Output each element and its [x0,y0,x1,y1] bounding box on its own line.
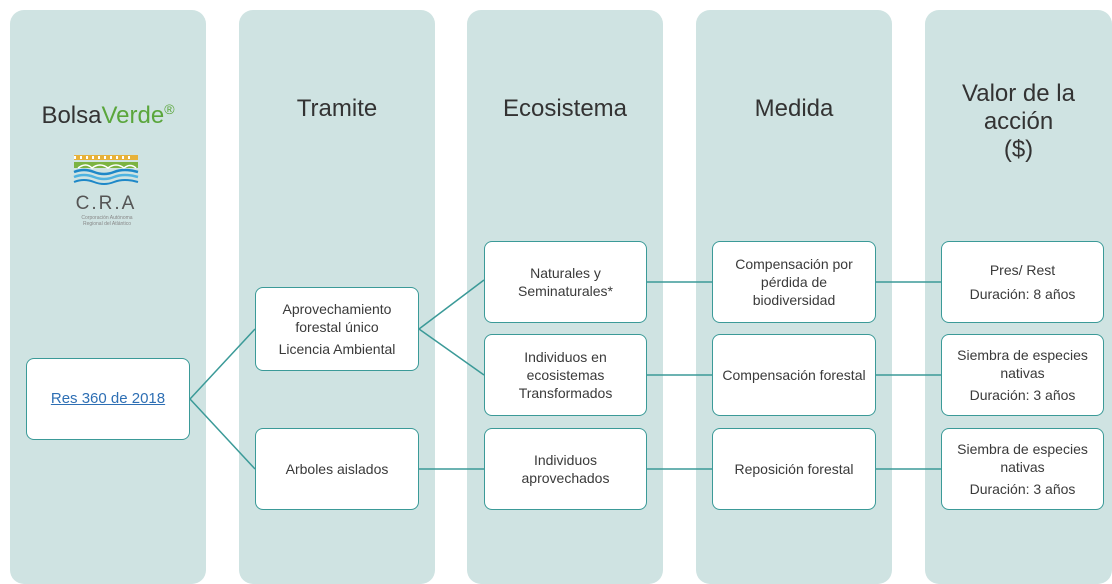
logo-sub-line1: Corporación Autónoma [81,215,133,221]
res-360-link[interactable]: Res 360 de 2018 [50,390,166,407]
valor-siembra-1-line2: nativas [1000,365,1045,381]
medida-compensacion-line2: pérdida de [760,274,828,290]
cra-logo-icon [73,155,139,185]
valor-title: Valor de la acción ($) [925,80,1112,164]
valor-siembra-1-line3: Duración: 3 años [969,387,1076,403]
logo-sub-line2: Regional del Atlántico [82,221,132,227]
valor-title-line1: Valor de la acción [962,80,1075,135]
valor-siembra-1-box: Siembra de especies nativas Duración: 3 … [941,334,1104,416]
tramite-aprovechamiento-line2: forestal único [295,319,379,335]
column-bolsaverde: BolsaVerde® [10,10,206,584]
ecosistema-aprovechados-line1: Individuos [533,452,598,468]
medida-compensacion-line1: Compensación por [735,256,853,272]
title-bolsa: Bolsa [41,102,102,129]
tramite-title: Tramite [296,95,378,122]
ecosistema-aprovechados-line2: aprovechados [521,470,610,486]
res-360-box: Res 360 de 2018 [26,358,190,440]
bolsaverde-title: BolsaVerde® [10,95,206,130]
medida-compensacion-biodiversidad-box: Compensación por pérdida de biodiversida… [712,241,876,323]
medida-reposicion-line1: Reposición forestal [734,461,854,477]
ecosistema-individuos-line3: Transformados [518,385,613,401]
valor-pres-rest-box: Pres/ Rest Duración: 8 años [941,241,1104,323]
ecosistema-aprovechados-box: Individuos aprovechados [484,428,647,510]
ecosistema-naturales-line2: Seminaturales* [518,283,613,299]
valor-pres-rest-line2: Duración: 8 años [969,286,1076,302]
tramite-aprovechamiento-line1: Aprovechamiento [282,301,392,317]
ecosistema-individuos-line2: ecosistemas [526,367,605,383]
valor-siembra-2-box: Siembra de especies nativas Duración: 3 … [941,428,1104,510]
logo-name: C.R.A [75,193,137,214]
medida-compensacion-forestal-box: Compensación forestal [712,334,876,416]
tramite-aprovechamiento-line3: Licencia Ambiental [278,341,396,357]
medida-title: Medida [754,95,834,122]
medida-reposicion-forestal-box: Reposición forestal [712,428,876,510]
valor-siembra-1-line1: Siembra de especies [957,347,1088,363]
valor-siembra-2-line1: Siembra de especies [957,441,1088,457]
registered-mark: ® [164,101,175,117]
valor-siembra-2-line2: nativas [1000,459,1045,475]
tramite-aprovechamiento-box: Aprovechamiento forestal único Licencia … [255,287,419,371]
logo-subtitle: Corporación Autónoma Regional del Atlánt… [62,215,152,227]
ecosistema-individuos-transformados-box: Individuos en ecosistemas Transformados [484,334,647,416]
valor-pres-rest-line1: Pres/ Rest [989,262,1056,278]
valor-title-line2: ($) [1003,136,1034,163]
medida-compensacion-forestal-line1: Compensación forestal [722,367,866,383]
ecosistema-naturales-line1: Naturales y [530,265,601,281]
tramite-arboles-line1: Arboles aislados [285,461,389,477]
ecosistema-naturales-box: Naturales y Seminaturales* [484,241,647,323]
tramite-arboles-box: Arboles aislados [255,428,419,510]
ecosistema-individuos-line1: Individuos en [524,349,607,365]
ecosistema-title: Ecosistema [502,95,628,122]
valor-siembra-2-line3: Duración: 3 años [969,481,1076,497]
title-verde: Verde [101,102,165,129]
medida-compensacion-line3: biodiversidad [752,292,836,308]
